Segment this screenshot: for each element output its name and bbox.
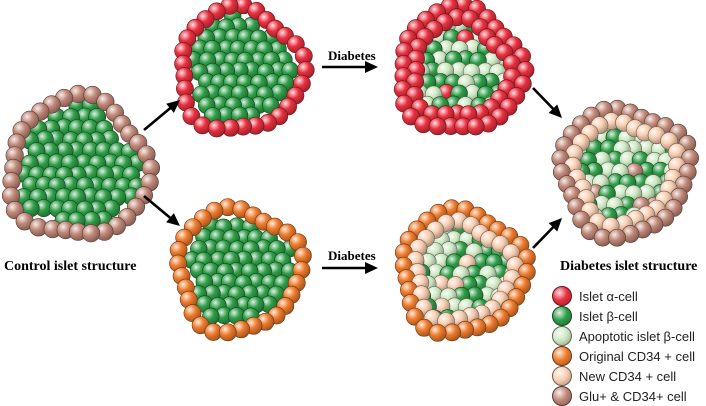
- legend-label-glu: Glu+ & CD34+ cell: [579, 388, 687, 404]
- control-islet-label: Control islet structure: [4, 259, 137, 274]
- diabetes-alpha-islet-ring-cell: [428, 117, 447, 136]
- control-islet: [1, 84, 161, 243]
- arrow-diabetes-bottom-head: [365, 262, 378, 274]
- legend-swatch-beta: [552, 306, 572, 326]
- diabetes-islet-structure-ring-cell: [608, 228, 626, 247]
- alpha-ring-islet: [174, 0, 315, 138]
- diabetes-alpha-islet: [393, 0, 535, 136]
- arrow-cd34-to-structure-shaft: [532, 223, 557, 249]
- legend-label-apop: Apoptotic islet β-cell: [579, 328, 695, 344]
- legend-item-beta: Islet β-cell: [552, 306, 695, 326]
- arrows: [143, 61, 562, 274]
- arrow-control-to-cd34-shaft: [143, 195, 174, 222]
- legend-item-newcd: New CD34 + cell: [552, 366, 695, 386]
- cd34-ring-islet-ring-cell: [218, 323, 237, 342]
- legend-swatch-apop: [552, 326, 572, 346]
- diabetes-islet-structure: [551, 99, 699, 247]
- legend-swatch-alpha: [552, 286, 572, 306]
- diabetes-arrow-label-top: Diabetes: [328, 48, 376, 63]
- control-islet-ring-cell: [81, 224, 101, 243]
- arrow-cd34-to-structure-head: [548, 218, 562, 232]
- legend-item-orig: Original CD34 + cell: [552, 346, 695, 366]
- legend-label-newcd: New CD34 + cell: [579, 368, 677, 384]
- arrow-control-to-alpha-head: [166, 100, 180, 113]
- legend-label-alpha: Islet α-cell: [579, 288, 638, 304]
- alpha-ring-islet-ring-cell: [207, 119, 226, 138]
- legend-swatch-glu: [552, 386, 572, 406]
- legend-label-beta: Islet β-cell: [579, 308, 638, 324]
- arrow-control-to-cd34-head: [166, 213, 180, 226]
- arrow-diabetes-top-head: [365, 61, 378, 73]
- arrow-alpha-to-structure-head: [548, 104, 562, 118]
- legend-item-alpha: Islet α-cell: [552, 286, 695, 306]
- legend-swatch-newcd: [552, 366, 572, 386]
- arrow-control-to-alpha-shaft: [143, 104, 174, 131]
- legend-label-orig: Original CD34 + cell: [579, 348, 695, 364]
- arrow-alpha-to-structure-shaft: [532, 87, 557, 113]
- legend-swatch-orig: [552, 346, 572, 366]
- diabetes-islet-label: Diabetes islet structure: [560, 259, 698, 274]
- diabetes-alpha-islet-ring-cell: [466, 117, 485, 136]
- legend-item-glu: Glu+ & CD34+ cell: [552, 386, 695, 406]
- cd34-ring-islet: [169, 198, 312, 342]
- diabetes-arrow-label-bottom: Diabetes: [328, 248, 376, 263]
- diabetes-cd34-islet-ring-cell: [428, 324, 447, 342]
- diabetes-cd34-islet: [394, 199, 536, 342]
- legend-item-apop: Apoptotic islet β-cell: [552, 326, 695, 346]
